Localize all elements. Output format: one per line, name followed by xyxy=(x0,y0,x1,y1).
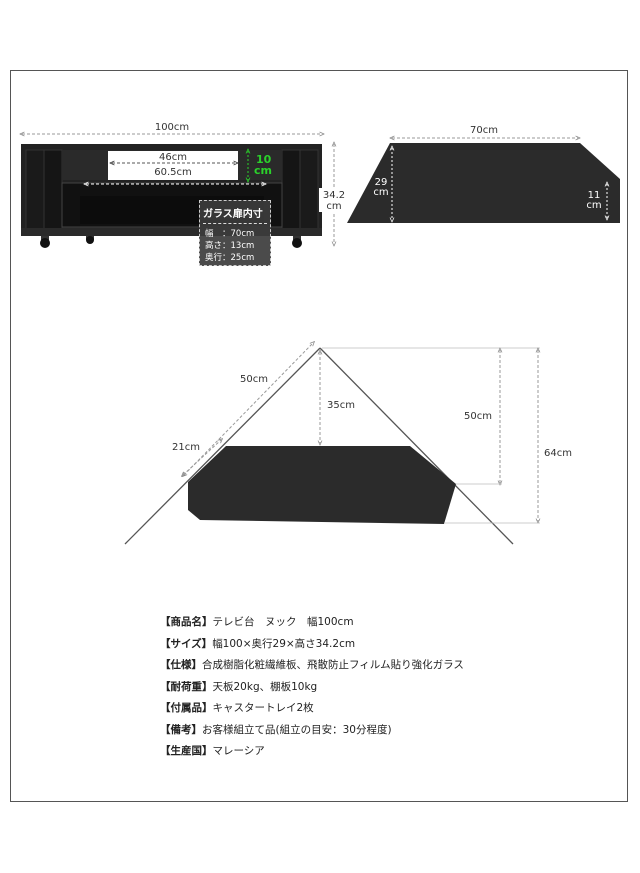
right-total-label: 64cm xyxy=(544,448,572,459)
glass-door-height: 高さ：13cm xyxy=(205,241,255,251)
width-label: 100cm xyxy=(155,122,189,133)
caster-wheels xyxy=(40,236,302,248)
side-length-label: 50cm xyxy=(240,374,268,385)
height-label-bg xyxy=(319,188,349,212)
plate-width-label: 70cm xyxy=(470,125,498,136)
short-side-line xyxy=(183,440,221,475)
drawer-width-label: 60.5cm xyxy=(154,167,192,178)
spec-row-size: 【サイズ】幅100×奥行29×高さ34.2cm xyxy=(160,637,356,650)
inner-height-number: 10 xyxy=(256,153,272,166)
height-number: 34.2 xyxy=(323,190,345,201)
spec-row-accessories: 【付属品】キャスタートレイ2枚 xyxy=(160,702,314,714)
spec-row-notes: 【備考】お客様組立て品(組立の目安：30分程度) xyxy=(160,723,392,736)
corner-placement-diagram: 50cm 21cm 35cm 50cm 64cm xyxy=(124,343,572,545)
corner-plate-shape xyxy=(188,446,456,524)
right-wall-line xyxy=(319,347,514,545)
spec-row-load-capacity: 【耐荷重】天板20kg、棚板10kg xyxy=(160,680,318,693)
inner-depth-label: 35cm xyxy=(327,400,355,411)
plate-side-number: 11 xyxy=(588,190,601,201)
inner-height-unit: cm xyxy=(254,164,272,177)
inner-width-label: 46cm xyxy=(159,152,187,163)
inner-space-box xyxy=(108,151,238,180)
right-inner-label: 50cm xyxy=(464,411,492,422)
plate-depth-number: 29 xyxy=(375,177,388,188)
right-shelf xyxy=(299,149,319,231)
base-plate xyxy=(21,228,322,236)
glass-door-depth: 奥行：25cm xyxy=(205,253,255,263)
content-frame xyxy=(10,70,628,802)
height-unit: cm xyxy=(326,201,341,212)
glass-door-width: 幅 ：70cm xyxy=(205,229,255,239)
glass-door-title: ガラス扉内寸 xyxy=(203,205,267,224)
product-specs: 【商品名】テレビ台 ヌック 幅100cm 【サイズ】幅100×奥行29×高さ34… xyxy=(160,612,600,763)
top-plate-view: 70cm 29 cm 11 cm xyxy=(347,125,620,223)
right-shelf-inner xyxy=(281,149,301,231)
plate-side-unit: cm xyxy=(586,200,601,211)
left-shelf xyxy=(25,149,45,231)
left-shelf-inner xyxy=(43,149,63,231)
top-plate-shape xyxy=(347,143,620,223)
glass-door-dimensions-box: ガラス扉内寸 幅 ：70cm 高さ：13cm 奥行：25cm xyxy=(199,200,271,266)
short-side-label: 21cm xyxy=(172,442,200,453)
spec-row-material: 【仕様】合成樹脂化粧繊維板、飛散防止フィルム貼り強化ガラス xyxy=(160,659,464,671)
spec-row-product-name: 【商品名】テレビ台 ヌック 幅100cm xyxy=(160,616,354,628)
plate-depth-unit: cm xyxy=(373,187,388,198)
tv-stand-front-view: 100cm 46cm 60.5cm 10 cm 34.2 cm xyxy=(21,122,349,248)
spec-row-origin: 【生産国】マレーシア xyxy=(160,745,265,757)
